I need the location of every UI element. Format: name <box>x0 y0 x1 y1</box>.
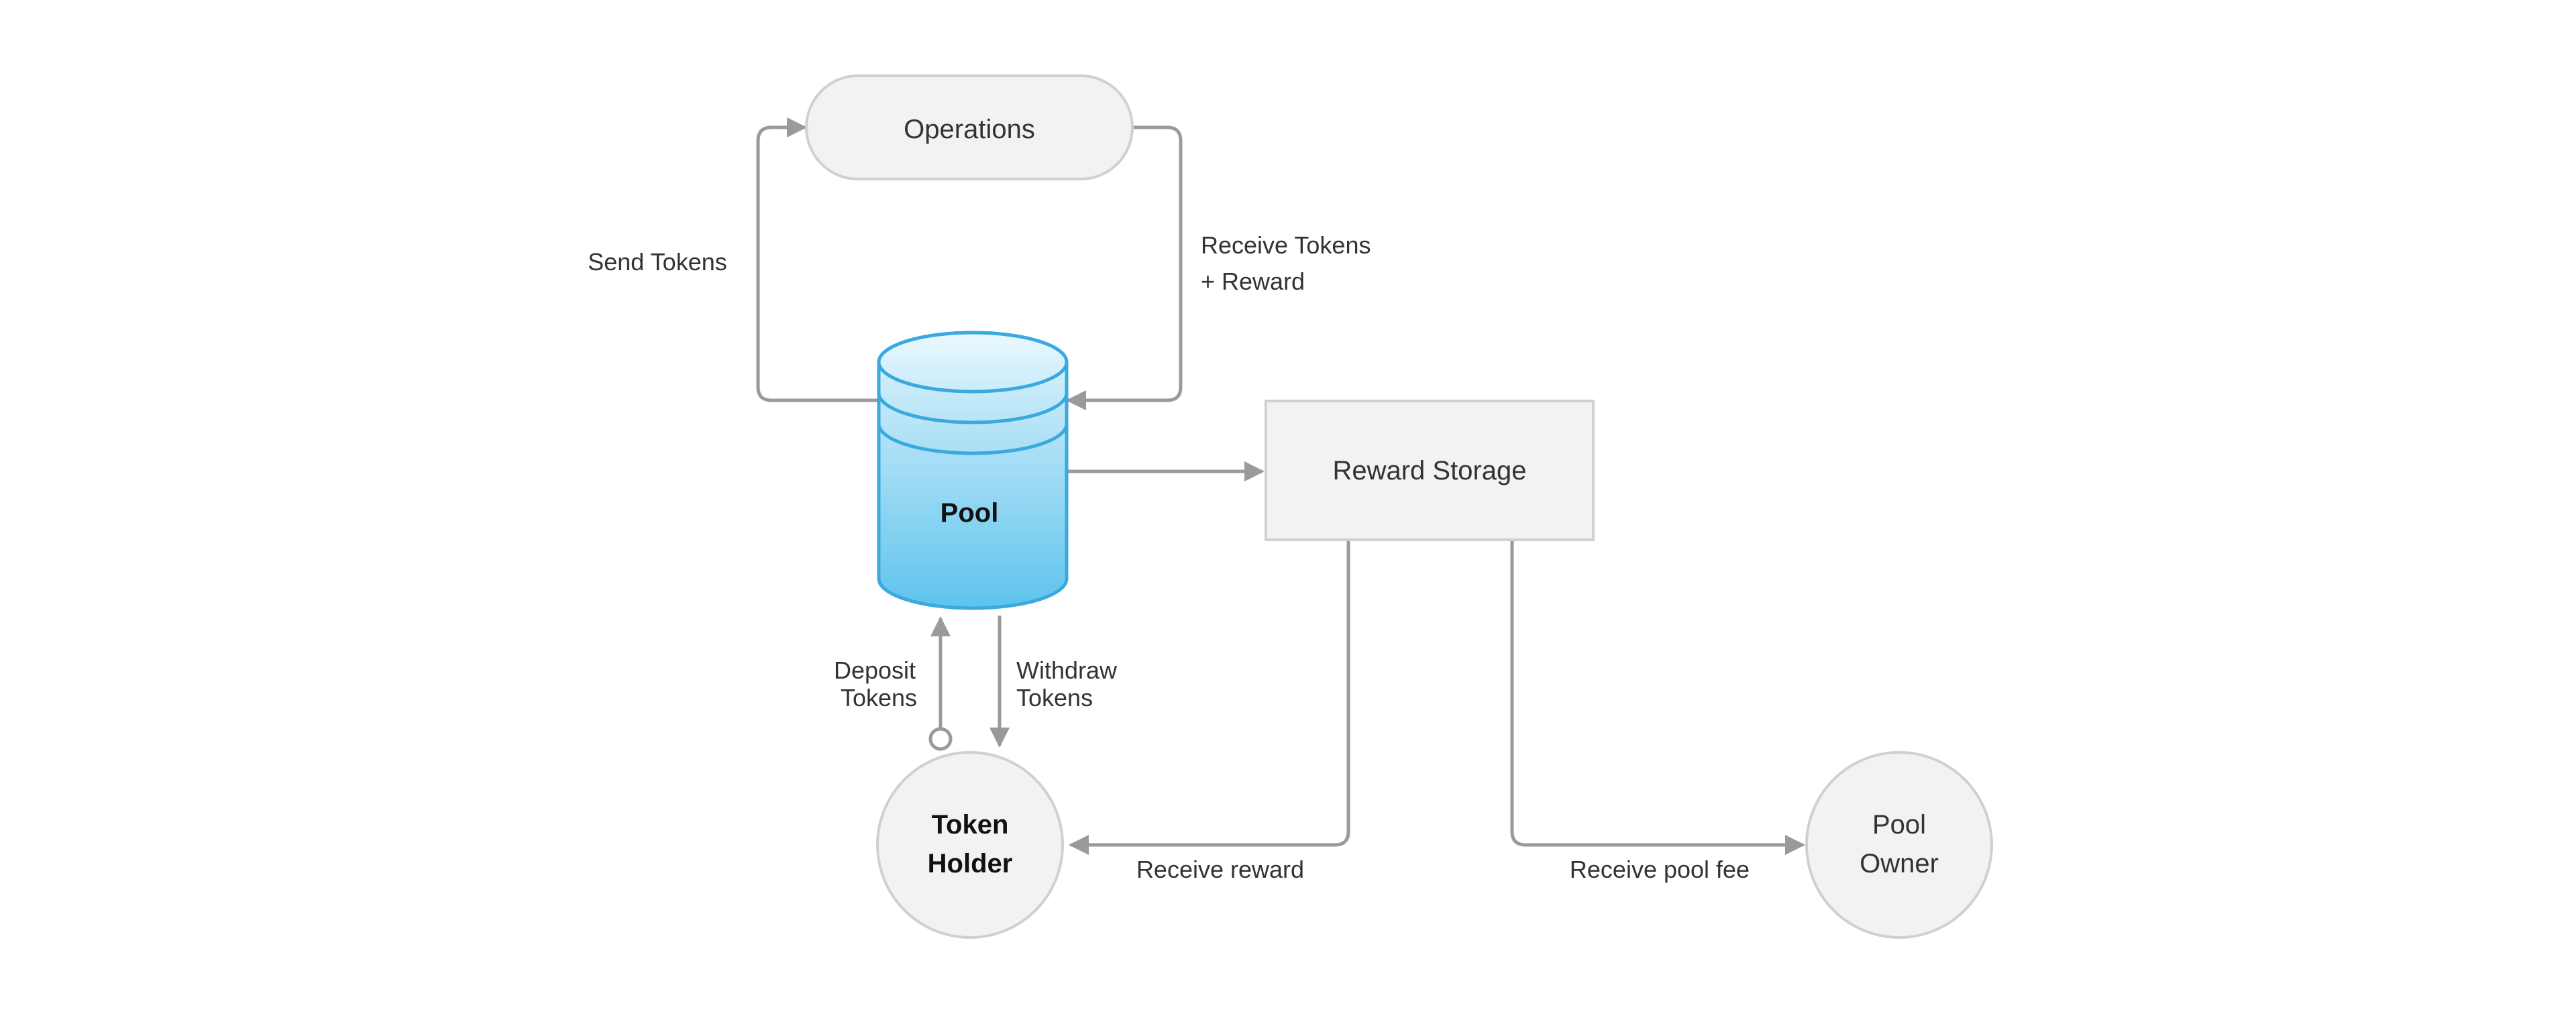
pool-owner-node <box>1805 751 1993 939</box>
reward-storage-node <box>1265 400 1595 541</box>
withdraw-tokens-label-line-2: Tokens <box>1016 684 1093 711</box>
deposit-origin-marker <box>928 727 953 751</box>
pool-node <box>877 331 1069 610</box>
withdraw-tokens-label-line-1: Withdraw <box>1016 656 1118 684</box>
pool-cylinder-ring-1 <box>877 392 1069 424</box>
operations-label: Operations <box>904 115 1035 144</box>
receive-pool-fee-label: Receive pool fee <box>1570 856 1750 883</box>
token-holder-label-line-1: Token <box>932 810 1009 840</box>
pool-cylinder-ring-2 <box>877 423 1069 455</box>
receive-reward-label: Receive reward <box>1136 856 1304 883</box>
token-holder-label-line-2: Holder <box>928 849 1013 878</box>
pool-label: Pool <box>941 498 999 528</box>
operations-node <box>805 74 1134 180</box>
pool-cylinder-top <box>877 331 1069 394</box>
deposit-tokens-label-line-2: Tokens <box>841 684 917 711</box>
pool-owner-label-line-1: Pool <box>1872 810 1926 840</box>
send-tokens-connector <box>756 117 879 402</box>
reward-storage-label: Reward Storage <box>1332 456 1526 485</box>
receive-tokens-label-line-1: Receive Tokens <box>1201 231 1371 259</box>
send-tokens-label: Send Tokens <box>588 248 727 276</box>
receive-tokens-label-line-2: + Reward <box>1201 268 1305 295</box>
receive-tokens-connector <box>1066 125 1183 410</box>
deposit-tokens-label-line-1: Deposit <box>834 656 916 684</box>
receive-reward-connector <box>1069 541 1350 855</box>
token-holder-node <box>876 751 1064 939</box>
receive-pool-fee-connector <box>1510 541 1805 855</box>
pool-owner-label-line-2: Owner <box>1860 849 1939 878</box>
